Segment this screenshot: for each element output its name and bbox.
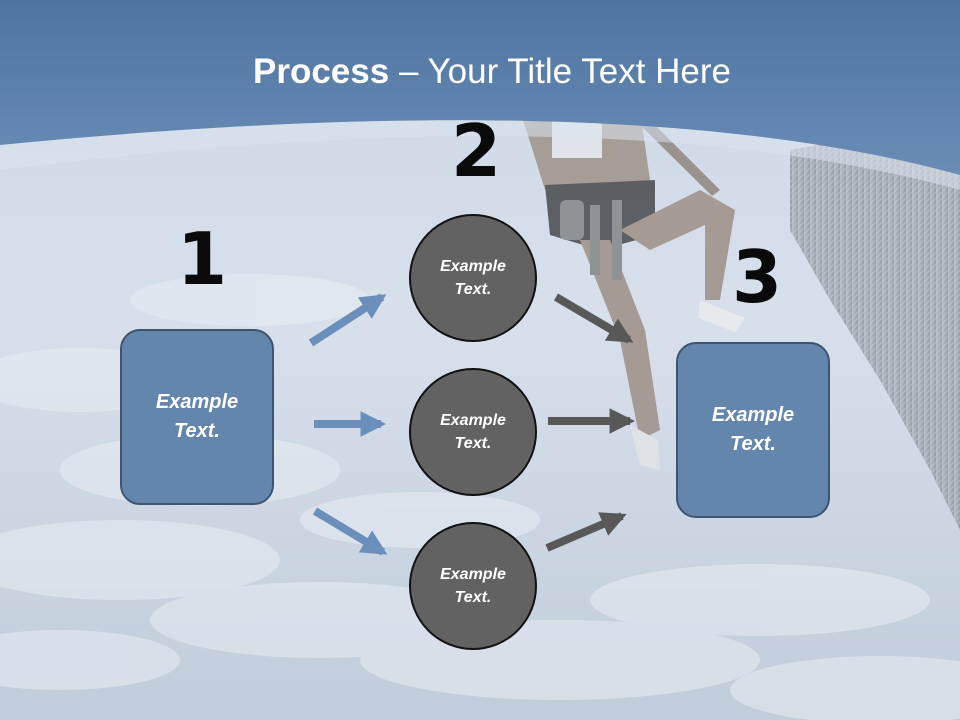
step-2-circle-1: Example Text. bbox=[409, 214, 537, 342]
step-2-circle-3: Example Text. bbox=[409, 522, 537, 650]
rock-face bbox=[790, 120, 960, 530]
arrow-box1-to-circle3 bbox=[312, 507, 388, 556]
header-band bbox=[0, 0, 960, 175]
slide-title: Process – Your Title Text Here bbox=[0, 52, 960, 92]
step-2-circle-3-text: Example Text. bbox=[440, 566, 506, 606]
step-number-1: 1 bbox=[177, 217, 228, 301]
arrow-circle3-to-box3 bbox=[545, 512, 627, 552]
step-number-3: 3 bbox=[732, 235, 783, 319]
header-swoosh bbox=[0, 120, 960, 190]
title-bold: Process bbox=[253, 52, 390, 91]
step-2-circle-2: Example Text. bbox=[409, 368, 537, 496]
step-3-box: Example Text. bbox=[676, 342, 830, 518]
step-1-text: Example Text. bbox=[155, 391, 239, 442]
arrow-circle1-to-box3 bbox=[553, 293, 634, 344]
arrow-box1-to-circle1 bbox=[308, 293, 387, 347]
step-1-box: Example Text. bbox=[120, 329, 274, 505]
step-3-text: Example Text. bbox=[711, 404, 795, 455]
step-2-circle-1-text: Example Text. bbox=[440, 258, 506, 298]
title-rest: – Your Title Text Here bbox=[389, 52, 731, 91]
step-2-circle-2-text: Example Text. bbox=[440, 412, 506, 452]
step-number-2: 2 bbox=[451, 109, 502, 193]
